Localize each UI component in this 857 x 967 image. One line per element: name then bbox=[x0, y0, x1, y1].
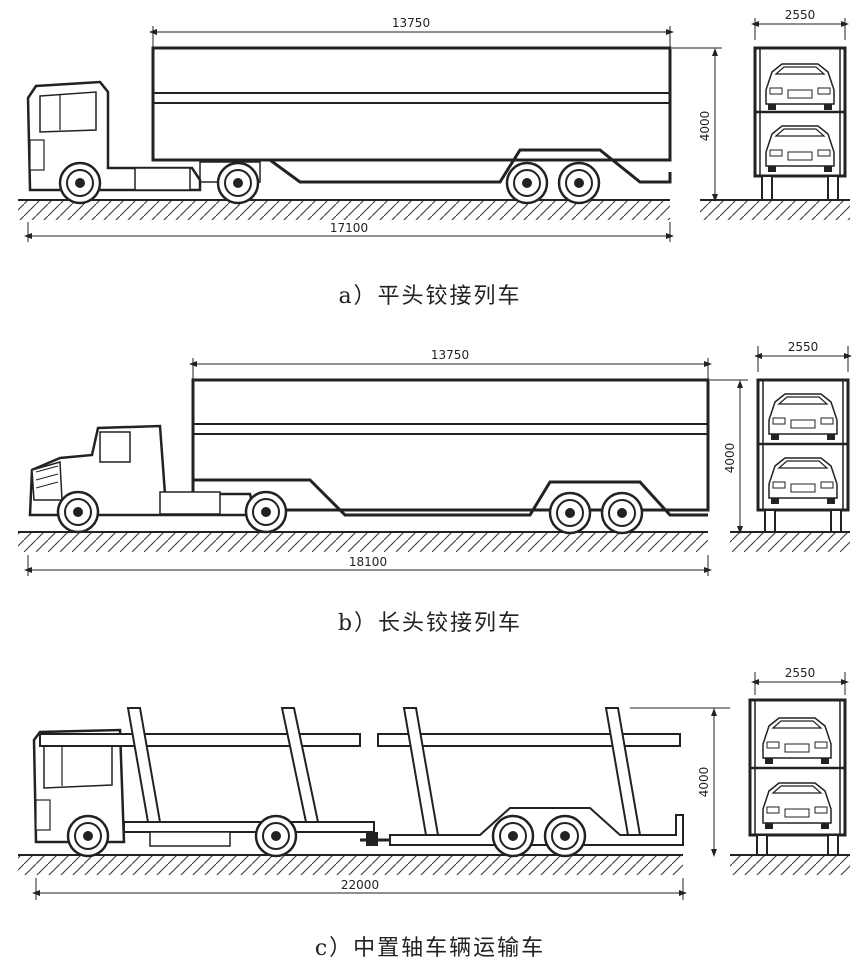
trailer-box bbox=[151, 46, 672, 162]
caption-a: a）平头铰接列车 bbox=[338, 284, 521, 309]
dimension-total-length: 18100 bbox=[24, 555, 712, 576]
dimension-label: 17100 bbox=[330, 221, 368, 235]
dimension-label: 13750 bbox=[392, 16, 430, 30]
dimension-label: 4000 bbox=[697, 767, 711, 798]
dimension-height: 4000 bbox=[710, 379, 748, 534]
dimension-label: 2550 bbox=[788, 340, 819, 354]
dimension-label: 22000 bbox=[341, 878, 379, 892]
dimension-box-length: 13750 bbox=[189, 348, 712, 380]
dimension-label: 18100 bbox=[349, 555, 387, 569]
truck-cab bbox=[32, 728, 126, 844]
trailer-chassis bbox=[193, 478, 708, 517]
dimension-box-length: 13750 bbox=[149, 16, 674, 48]
dimension-label: 2550 bbox=[785, 8, 816, 22]
dimension-label: 13750 bbox=[431, 348, 469, 362]
rear-view: 2550 bbox=[751, 8, 849, 201]
rear-view: 2550 bbox=[748, 666, 849, 856]
tractor-cab bbox=[26, 80, 202, 192]
caption-b: b）长头铰接列车 bbox=[338, 611, 522, 636]
dimension-total-length: 22000 bbox=[32, 878, 687, 900]
drawbar bbox=[360, 832, 390, 846]
dimension-label: 2550 bbox=[785, 666, 816, 680]
trailer-body bbox=[377, 707, 684, 846]
dimension-height: 4000 bbox=[672, 47, 722, 202]
trailer-box bbox=[191, 378, 710, 512]
truck-body bbox=[39, 707, 375, 847]
panel-a: 13750 4000 17100 2550 a） bbox=[18, 8, 850, 309]
dimension-label: 4000 bbox=[723, 443, 737, 474]
rear-view: 2550 bbox=[754, 340, 852, 533]
caption-c: c）中置轴车辆运输车 bbox=[315, 936, 545, 961]
dimension-height: 4000 bbox=[630, 707, 730, 857]
ground bbox=[18, 199, 850, 220]
ground bbox=[18, 531, 850, 552]
ground bbox=[18, 854, 850, 875]
panel-b: 13750 4000 18100 2550 b）长头铰接列 bbox=[18, 340, 852, 636]
panel-c: 4000 22000 2550 c）中置轴车辆运输车 bbox=[18, 666, 850, 961]
dimension-total-length: 17100 bbox=[24, 221, 674, 242]
dimension-label: 4000 bbox=[698, 111, 712, 142]
